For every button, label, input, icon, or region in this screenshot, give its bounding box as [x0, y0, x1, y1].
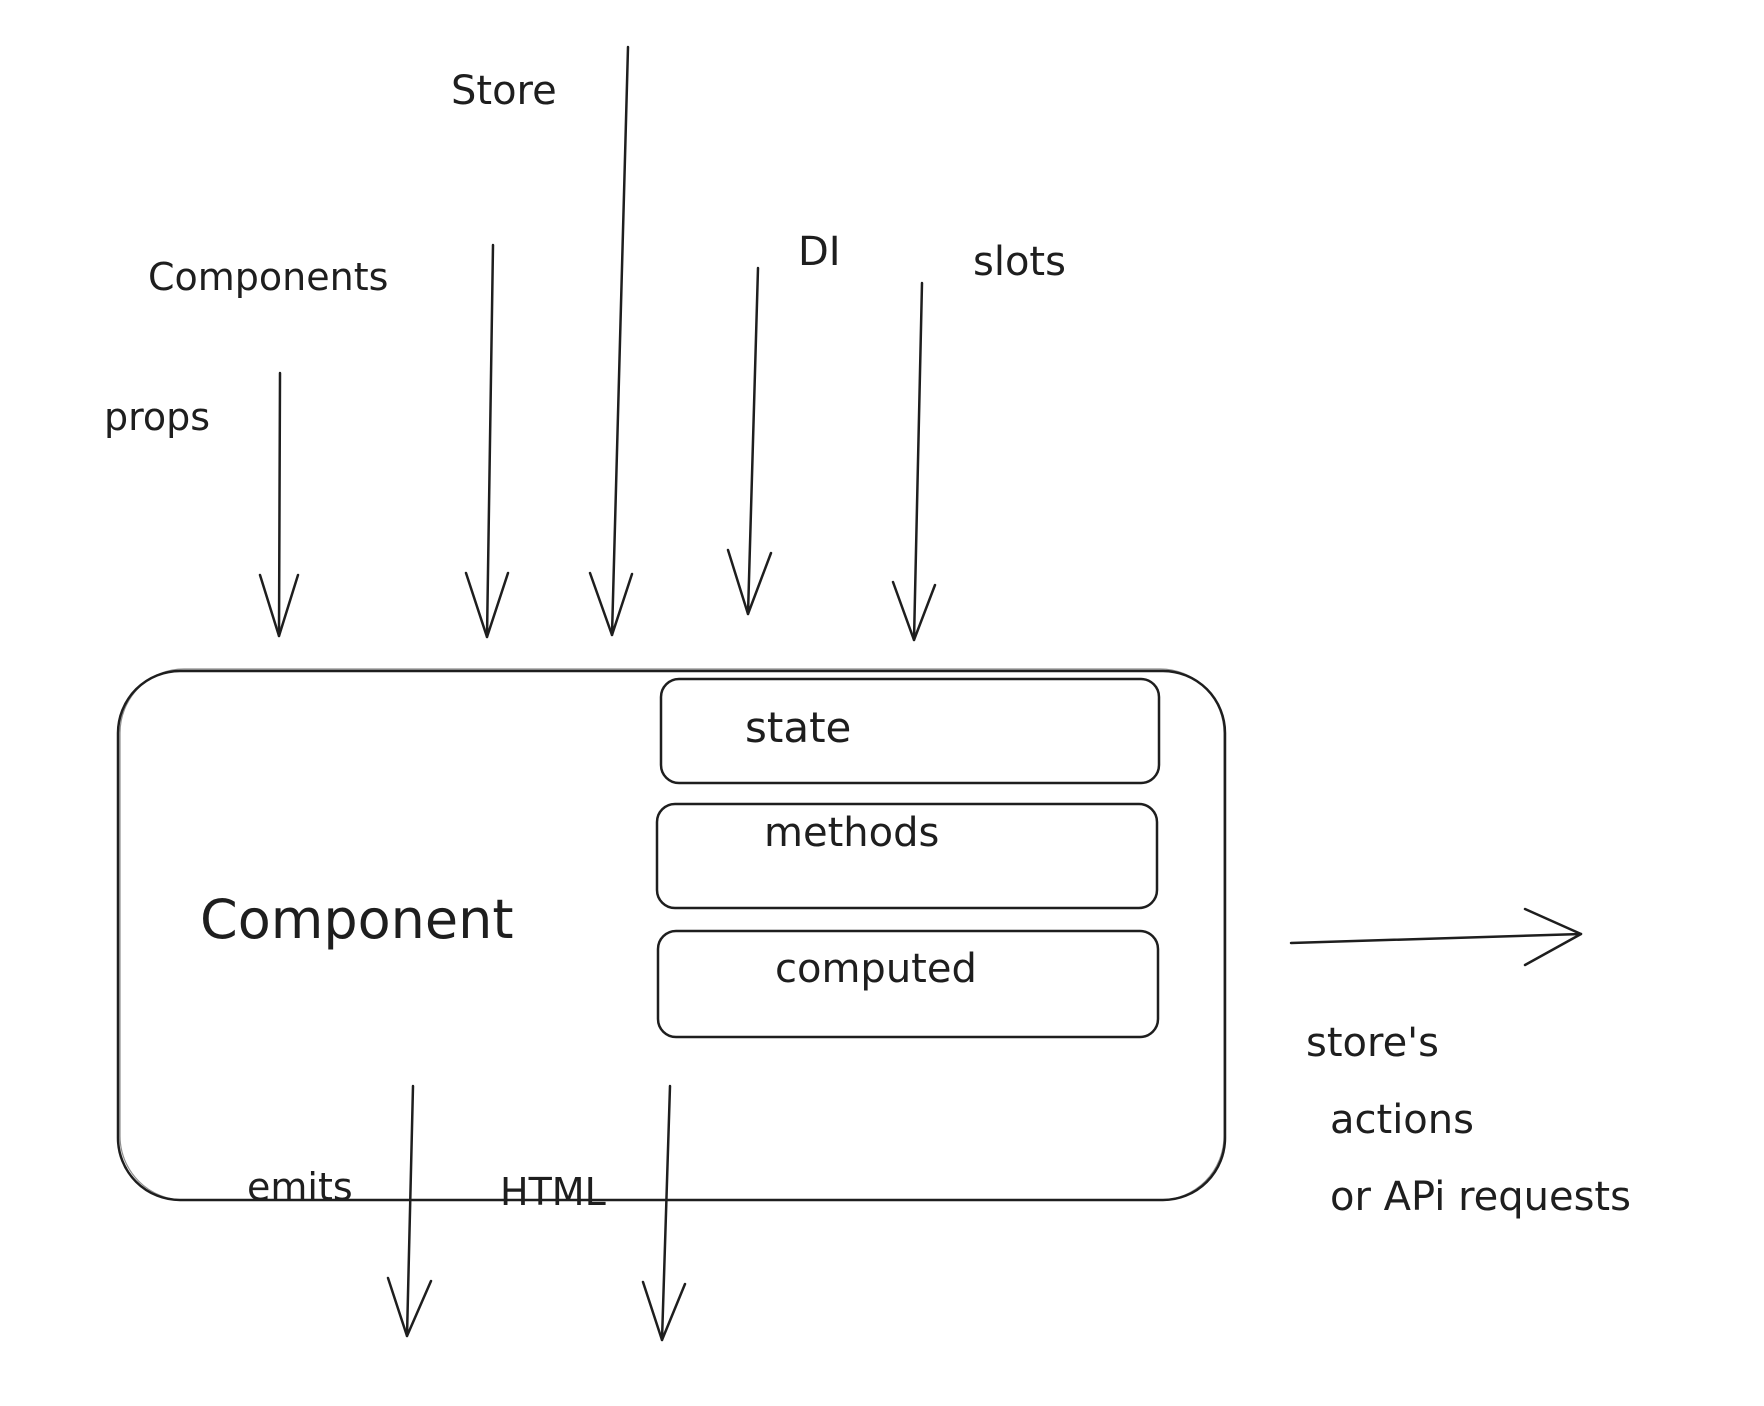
input-arrow-di [726, 266, 773, 616]
input-arrow-components [464, 243, 510, 639]
inner-box-methods [655, 802, 1159, 910]
inner-label-state: state [745, 703, 851, 752]
inner-label-methods: methods [764, 810, 939, 856]
input-arrow-store [588, 45, 634, 637]
output-label-html: HTML [500, 1170, 606, 1214]
component-title: Component [200, 888, 514, 951]
input-label-slots: slots [973, 239, 1066, 285]
input-arrow-slots [891, 281, 937, 642]
output-arrow-emits [386, 1084, 433, 1338]
side-output-line-2: actions [1330, 1097, 1474, 1143]
input-arrow-props [258, 371, 300, 638]
side-output-line-3: or APi requests [1330, 1174, 1631, 1220]
inner-box-computed [656, 929, 1160, 1039]
input-label-props: props [104, 395, 210, 439]
input-label-store: Store [451, 68, 557, 114]
output-arrow-html [641, 1084, 687, 1342]
input-label-components: Components [148, 255, 388, 299]
output-label-emits: emits [247, 1165, 353, 1209]
output-arrow-side [1289, 907, 1583, 967]
side-output-line-1: store's [1306, 1020, 1439, 1066]
input-label-di: DI [798, 229, 841, 275]
component-box-sketch [119, 668, 1225, 1201]
inner-box-state [659, 677, 1161, 785]
inner-label-computed: computed [775, 946, 977, 992]
